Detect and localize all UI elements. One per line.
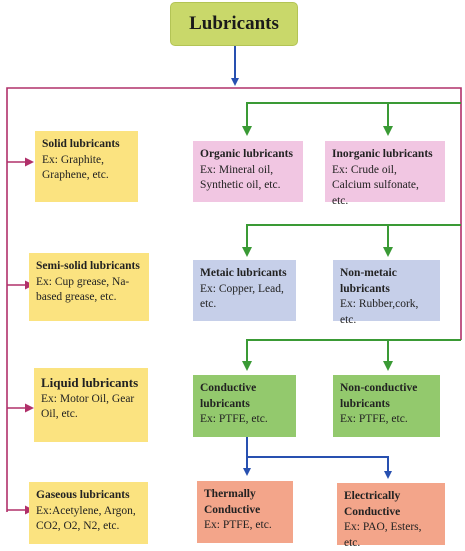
thermally-conductive-box: Thermally Conductive Ex: PTFE, etc. <box>197 481 293 543</box>
non-metalic-lubricants-title: Non-metaic lubricants <box>340 267 397 295</box>
gaseous-lubricants-desc: Ex:Acetylene, Argon, CO2, O2, N2, etc. <box>36 504 136 533</box>
metalic-lubricants-title: Metaic lubricants <box>200 267 287 279</box>
metalic-lubricants-box: Metaic lubricants Ex: Copper, Lead, etc. <box>193 260 296 321</box>
organic-lubricants-title: Organic lubricants <box>200 148 293 160</box>
semi-solid-lubricants-desc: Ex: Cup grease, Na-based grease, etc. <box>36 275 130 304</box>
solid-lubricants-title: Solid lubricants <box>42 138 120 150</box>
semi-solid-lubricants-title: Semi-solid lubricants <box>36 260 140 272</box>
non-metalic-lubricants-box: Non-metaic lubricants Ex: Rubber,cork, e… <box>333 260 440 326</box>
electrically-conductive-box: Electrically Conductive Ex: PAO, Esters,… <box>337 483 445 549</box>
liquid-lubricants-title: Liquid lubricants <box>41 375 139 390</box>
non-metalic-lubricants-desc: Ex: Rubber,cork, etc. <box>340 298 419 326</box>
non-conductive-lubricants-box: Non-conductive lubricants Ex: PTFE, etc. <box>333 375 440 437</box>
conductive-lubricants-title: Conductive lubricants <box>200 382 257 410</box>
gaseous-lubricants-box: Gaseous lubricants Ex:Acetylene, Argon, … <box>29 482 148 544</box>
gaseous-lubricants-title: Gaseous lubricants <box>36 489 130 501</box>
electrically-conductive-title: Electrically Conductive <box>344 490 401 518</box>
solid-lubricants-box: Solid lubricants Ex: Graphite, Graphene,… <box>35 131 138 202</box>
electrically-conductive-desc: Ex: PAO, Esters, etc. <box>344 521 422 549</box>
diagram-title: Lubricants <box>170 2 298 46</box>
liquid-lubricants-box: Liquid lubricants Ex: Motor Oil, Gear Oi… <box>34 368 148 442</box>
non-conductive-lubricants-desc: Ex: PTFE, etc. <box>340 413 408 426</box>
thermally-conductive-title: Thermally Conductive <box>204 488 261 516</box>
solid-lubricants-desc: Ex: Graphite, Graphene, etc. <box>42 153 109 182</box>
organic-lubricants-box: Organic lubricants Ex: Mineral oil, Synt… <box>193 141 303 202</box>
conductive-lubricants-desc: Ex: PTFE, etc. <box>200 413 268 426</box>
inorganic-lubricants-desc: Ex: Crude oil, Calcium sulfonate, etc. <box>332 163 419 207</box>
semi-solid-lubricants-box: Semi-solid lubricants Ex: Cup grease, Na… <box>29 253 149 321</box>
organic-lubricants-desc: Ex: Mineral oil, Synthetic oil, etc. <box>200 163 281 192</box>
thermally-conductive-desc: Ex: PTFE, etc. <box>204 519 272 532</box>
inorganic-lubricants-title: Inorganic lubricants <box>332 148 433 160</box>
liquid-lubricants-desc: Ex: Motor Oil, Gear Oil, etc. <box>41 392 135 421</box>
metalic-lubricants-desc: Ex: Copper, Lead, etc. <box>200 282 284 311</box>
conductive-lubricants-box: Conductive lubricants Ex: PTFE, etc. <box>193 375 296 437</box>
inorganic-lubricants-box: Inorganic lubricants Ex: Crude oil, Calc… <box>325 141 445 207</box>
non-conductive-lubricants-title: Non-conductive lubricants <box>340 382 418 410</box>
